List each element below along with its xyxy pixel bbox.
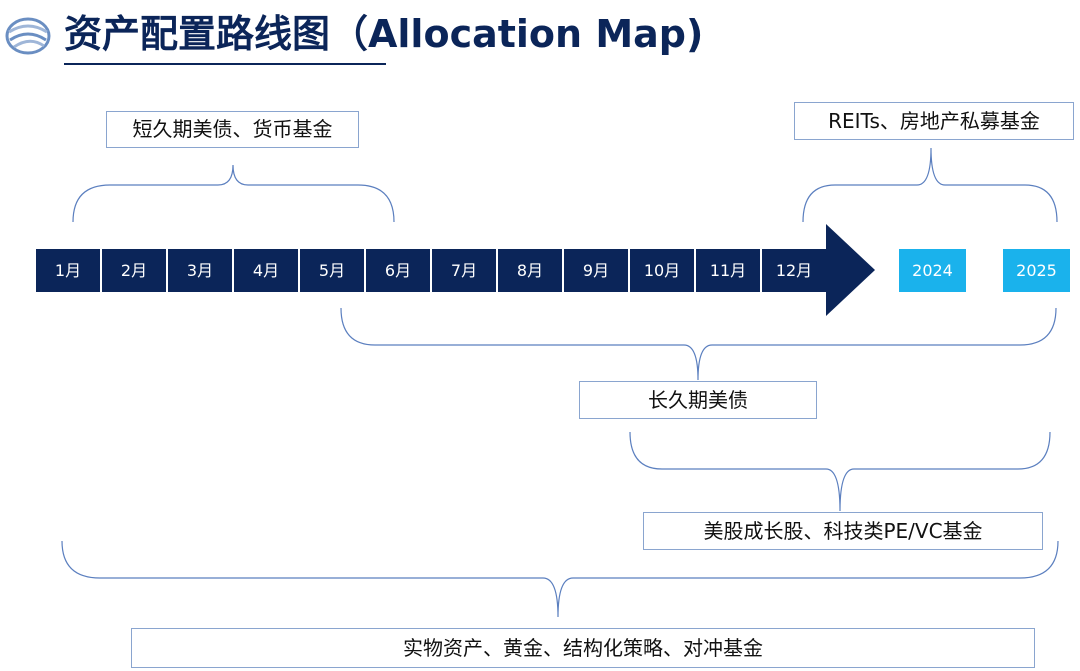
brace-long-bonds — [340, 307, 1057, 381]
title-underline — [64, 63, 386, 65]
brace-real-assets — [61, 540, 1059, 618]
brace-short-bonds — [72, 164, 395, 223]
label-short-bonds: 短久期美债、货币基金 — [106, 111, 359, 148]
timeline-year: 2025 — [1003, 249, 1070, 292]
globe-logo-icon — [4, 10, 52, 58]
timeline-arrow-icon — [826, 224, 875, 316]
label-reits: REITs、房地产私募基金 — [794, 102, 1074, 140]
timeline-month: 4月 — [234, 249, 298, 292]
label-growth: 美股成长股、科技类PE/VC基金 — [643, 512, 1043, 550]
timeline-month: 11月 — [696, 249, 760, 292]
timeline-month: 8月 — [498, 249, 562, 292]
page-title: 资产配置路线图（Allocation Map) — [64, 12, 704, 56]
timeline-month: 3月 — [168, 249, 232, 292]
brace-growth — [629, 431, 1051, 512]
label-long-bonds: 长久期美债 — [579, 381, 817, 419]
timeline-month: 7月 — [432, 249, 496, 292]
timeline-month: 10月 — [630, 249, 694, 292]
label-real-assets: 实物资产、黄金、结构化策略、对冲基金 — [131, 628, 1035, 668]
timeline-month: 5月 — [300, 249, 364, 292]
timeline-month: 12月 — [762, 249, 826, 292]
timeline-month: 6月 — [366, 249, 430, 292]
timeline-year: 2024 — [899, 249, 966, 292]
timeline-month: 2月 — [102, 249, 166, 292]
timeline-month: 9月 — [564, 249, 628, 292]
brace-reits — [802, 147, 1058, 223]
timeline-month: 1月 — [36, 249, 100, 292]
